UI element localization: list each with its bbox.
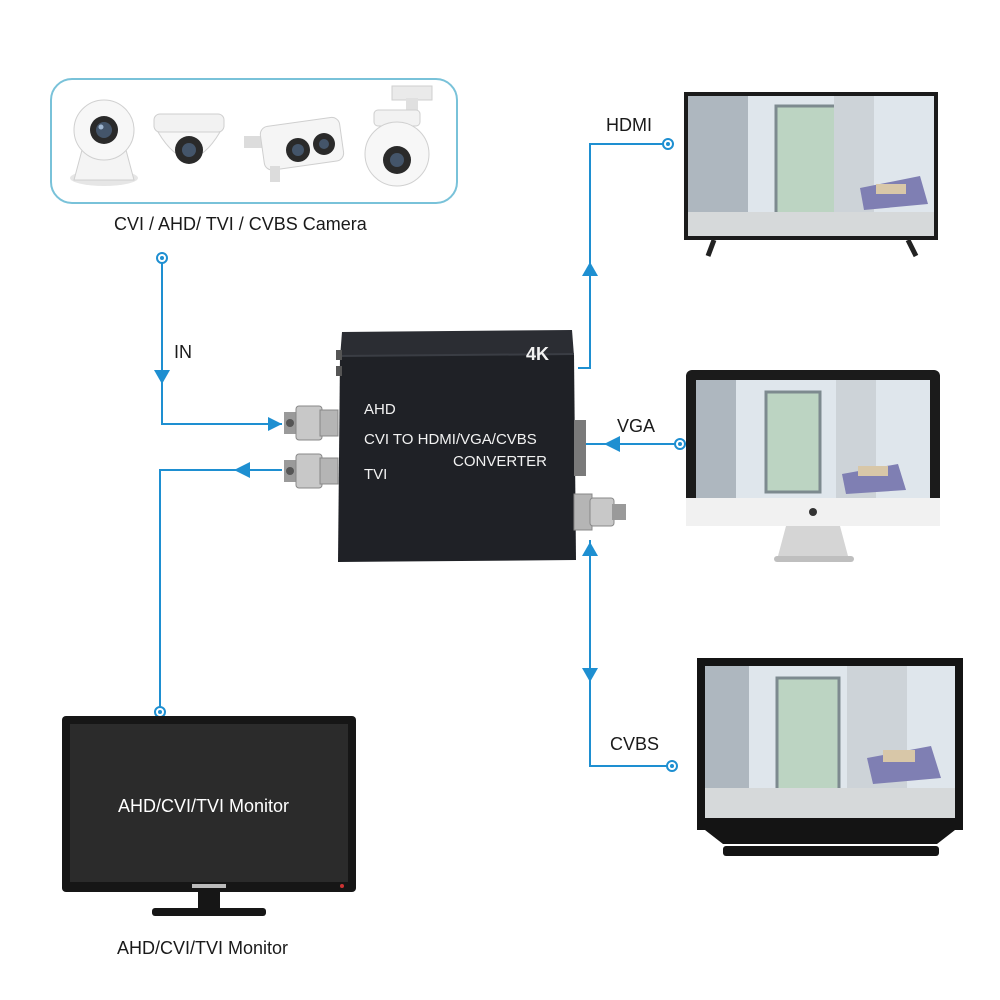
device-line-converter: CONVERTER xyxy=(453,453,547,470)
in-wire xyxy=(161,258,282,425)
vga-arrow xyxy=(604,436,620,452)
bnc-in-connector xyxy=(284,405,339,441)
room-scene-icon xyxy=(688,96,934,236)
device-line-cvi: CVI TO HDMI/VGA/CVBS xyxy=(364,431,537,448)
hdmi-arrow xyxy=(582,262,598,276)
cvbs-up-arrow xyxy=(582,542,598,556)
output-connectors[interactable] xyxy=(572,400,632,540)
in-label: IN xyxy=(174,342,192,362)
in-arrow xyxy=(154,370,170,384)
bnc-cvbs-connector xyxy=(589,497,615,527)
room-scene-icon xyxy=(705,666,955,818)
cvbs-down-arrow xyxy=(582,668,598,682)
converter-body xyxy=(336,330,576,562)
camera-group-box xyxy=(50,78,458,204)
monitor-caption: AHD/CVI/TVI Monitor xyxy=(117,938,289,958)
ahd-monitor xyxy=(62,716,356,916)
cvbs-wire xyxy=(589,540,672,767)
dome-camera-icon xyxy=(153,113,225,164)
cvbs-tv xyxy=(697,658,963,856)
monitor-screen-text: AHD/CVI/TVI Monitor xyxy=(118,796,290,816)
cvbs-label: CVBS xyxy=(610,734,660,754)
ptz-camera-icon xyxy=(364,85,433,187)
bnc-out-connector xyxy=(284,453,339,489)
vga-port xyxy=(574,420,586,476)
monitor-arrow xyxy=(234,462,250,478)
camera-caption: CVI / AHD/ TVI / CVBS Camera xyxy=(114,214,367,234)
device-line-tvi: TVI xyxy=(364,466,388,483)
device-line-ahd: AHD xyxy=(364,401,396,418)
vga-monitor xyxy=(686,370,940,562)
vga-label: VGA xyxy=(617,416,656,436)
pan-tilt-camera-icon xyxy=(70,99,138,186)
badge-4k: 4K xyxy=(526,344,550,364)
in-right-arrow xyxy=(268,417,282,431)
converter-device: 4K AHD CVI TO HDMI/VGA/CVBS CONVERTER TV… xyxy=(336,326,576,562)
room-scene-icon xyxy=(696,380,930,498)
hdmi-label: HDMI xyxy=(606,115,652,135)
hdmi-tv xyxy=(684,92,938,258)
hdmi-wire xyxy=(578,143,668,369)
monitor-wire xyxy=(159,469,282,712)
bnc-input-connectors[interactable] xyxy=(282,400,342,500)
bullet-camera-icon xyxy=(244,116,345,182)
